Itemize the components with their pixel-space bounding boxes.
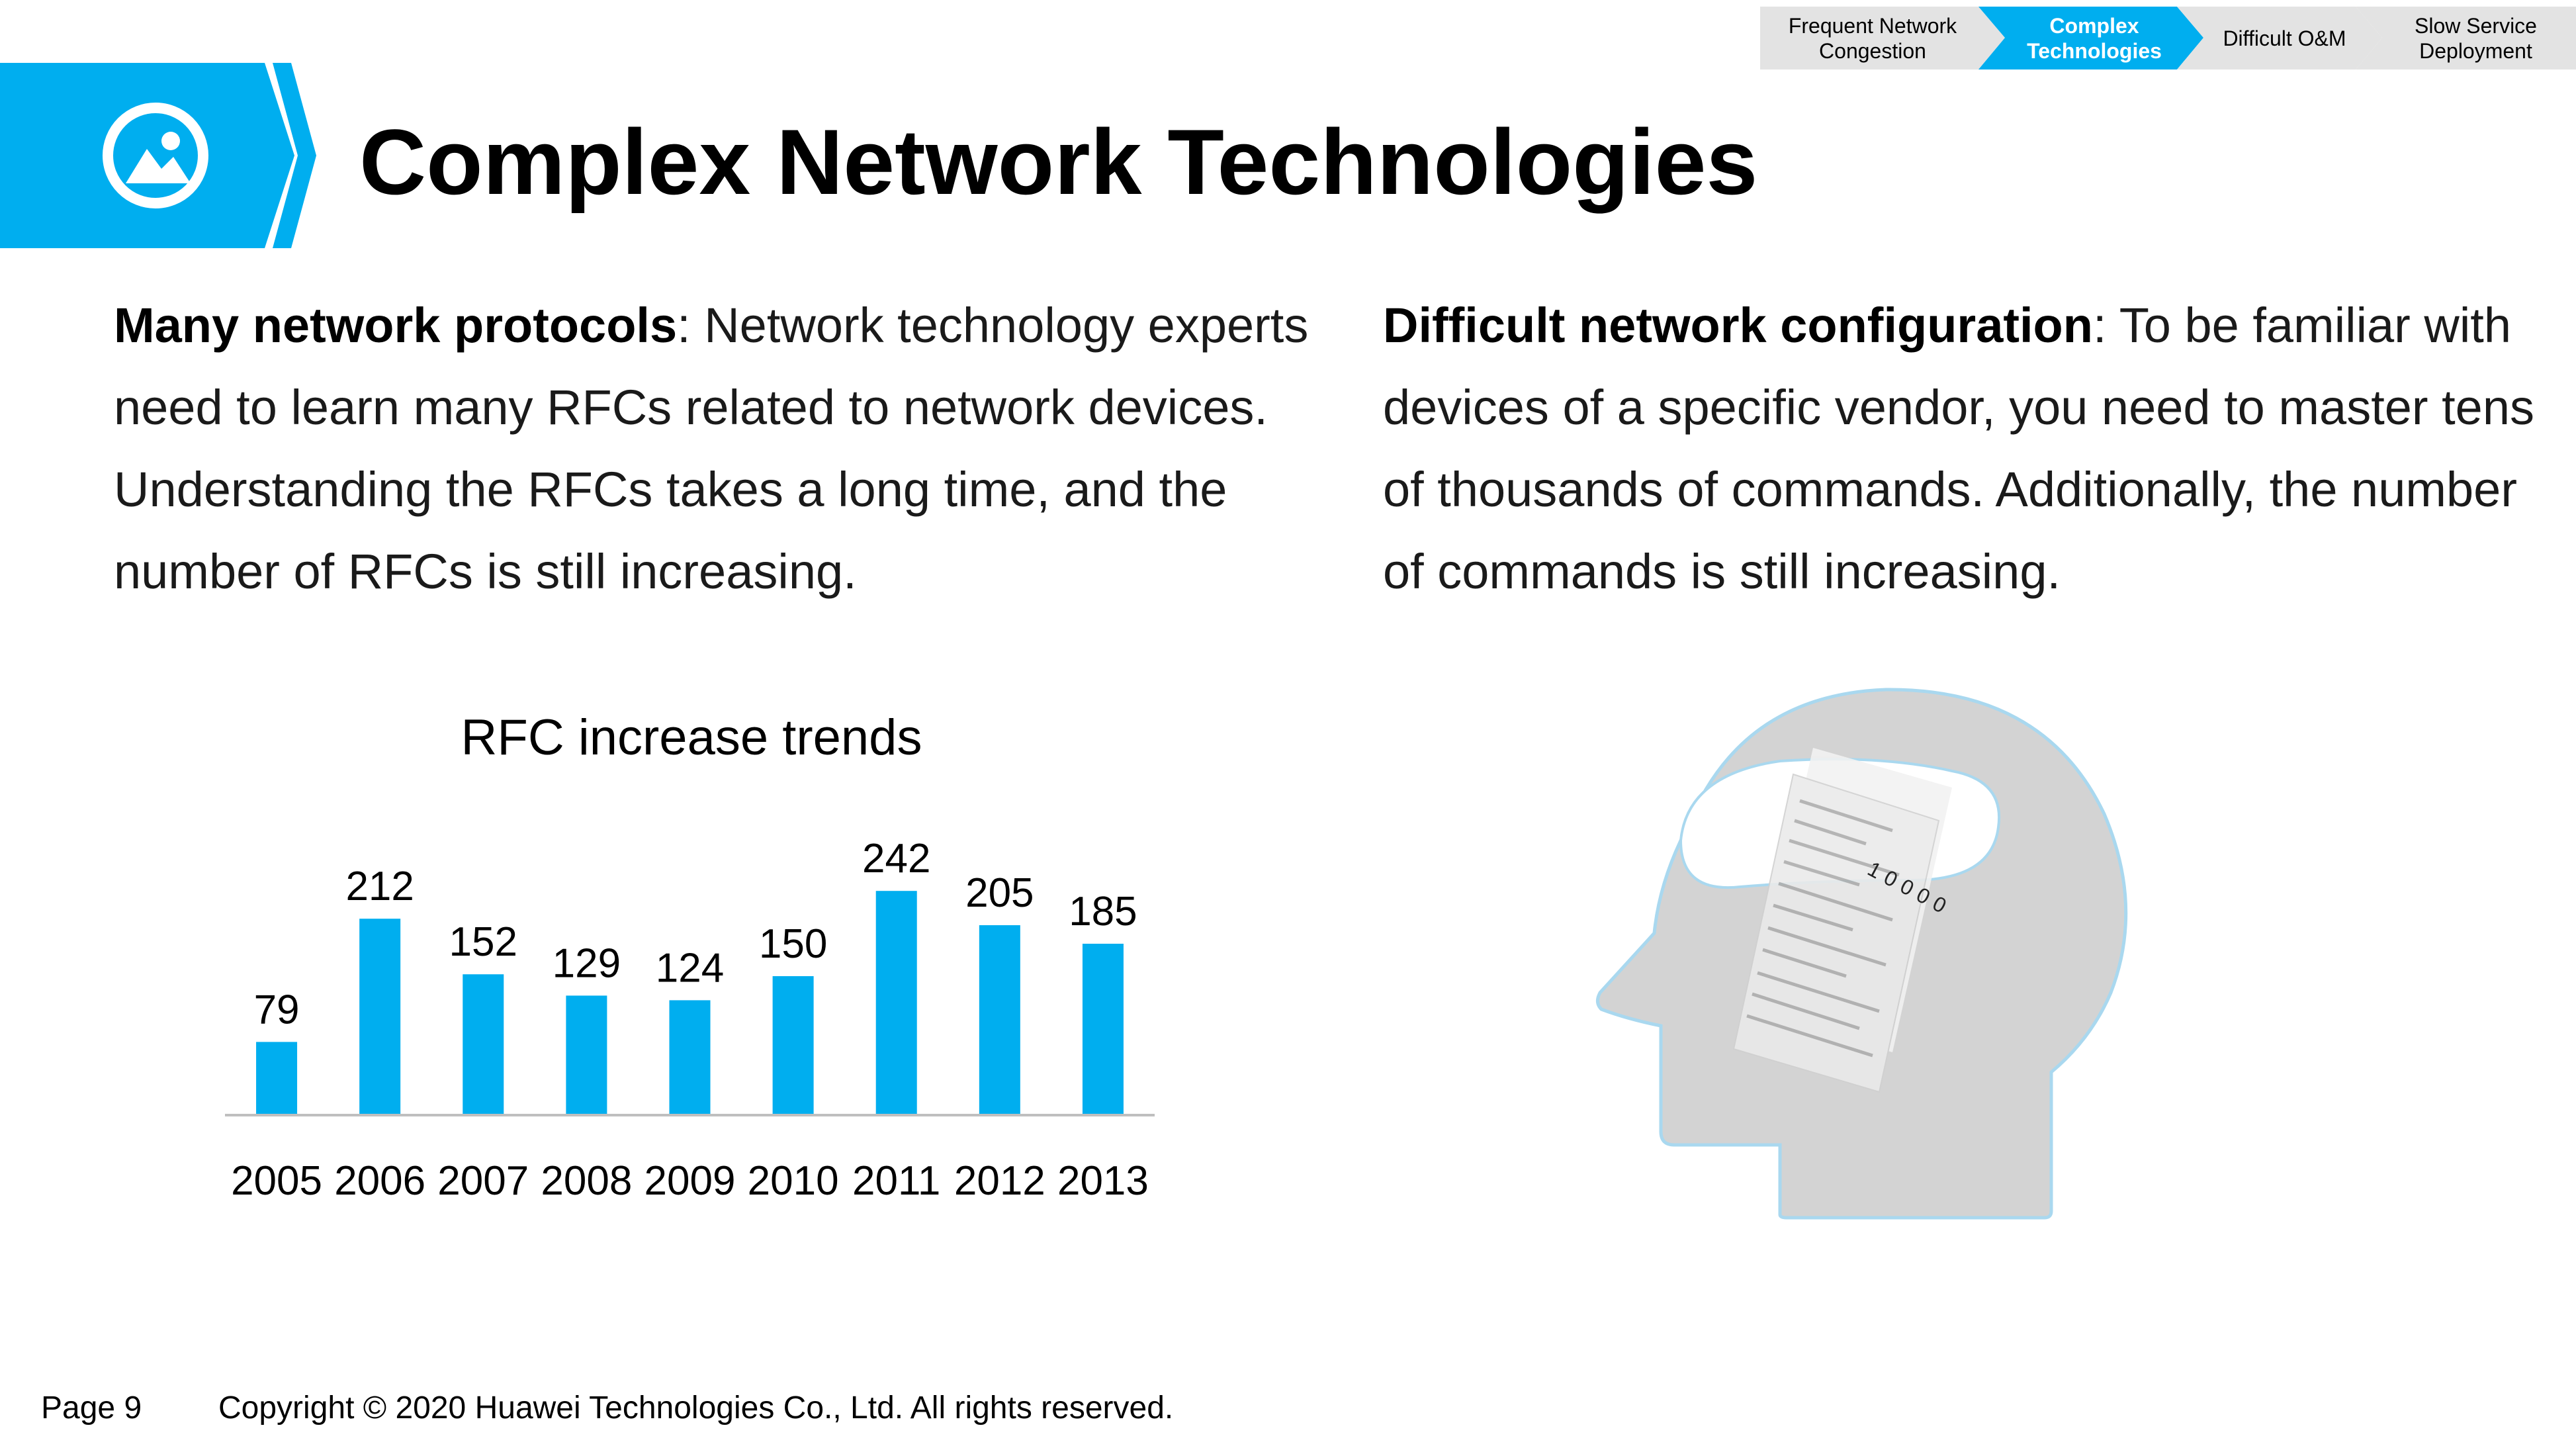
- nav-step-label: Frequent Network: [1788, 13, 1957, 38]
- bar-2010: [772, 976, 814, 1115]
- data-label-2010: 150: [759, 921, 827, 967]
- data-label-2006: 212: [345, 864, 414, 909]
- x-tick-2008: 2008: [541, 1158, 632, 1204]
- data-label-2008: 129: [553, 940, 621, 986]
- bar-2006: [359, 919, 401, 1115]
- bar-2012: [979, 925, 1020, 1115]
- nav-step-label: Deployment: [2419, 38, 2532, 63]
- protocols-text: : Network technology experts need to lea…: [114, 298, 1309, 599]
- nav-step-label: Slow Service: [2415, 13, 2537, 38]
- data-label-2005: 79: [254, 987, 300, 1032]
- data-label-2013: 185: [1069, 889, 1137, 934]
- x-tick-2013: 2013: [1057, 1158, 1149, 1204]
- data-label-2011: 242: [862, 836, 930, 882]
- nav-step-shape-3[interactable]: [2177, 7, 2382, 69]
- head-illustration: 10000: [1581, 682, 2164, 1231]
- configuration-text: : To be familiar with devices of a speci…: [1383, 298, 2534, 599]
- x-tick-2009: 2009: [644, 1158, 736, 1204]
- protocols-paragraph: Many network protocols: Network technolo…: [114, 285, 1318, 613]
- bar-2008: [566, 995, 607, 1115]
- x-tick-2005: 2005: [231, 1158, 322, 1204]
- header-banner: [0, 63, 318, 248]
- bar-2013: [1082, 944, 1124, 1115]
- x-tick-2012: 2012: [954, 1158, 1045, 1204]
- x-tick-2007: 2007: [437, 1158, 529, 1204]
- x-tick-2010: 2010: [748, 1158, 839, 1204]
- bar-2011: [875, 891, 917, 1115]
- data-label-2009: 124: [656, 945, 724, 991]
- chart-plot: 79 2005 212 2006 152 2007 129 2008 124 2009 150 201…: [225, 836, 1155, 1204]
- image-icon: [103, 103, 208, 208]
- data-label-2007: 152: [449, 919, 517, 965]
- x-tick-2006: 2006: [334, 1158, 425, 1204]
- nav-step-shape-2[interactable]: [1978, 7, 2203, 69]
- nav-step-shape-1[interactable]: [1760, 7, 2005, 69]
- progress-nav-shapes: [1760, 7, 2576, 69]
- bar-2005: [256, 1042, 298, 1115]
- nav-step-label: Difficult O&M: [2223, 26, 2346, 50]
- nav-step-label: Complex: [2049, 13, 2139, 38]
- configuration-heading: Difficult network configuration: [1383, 298, 2093, 353]
- x-tick-2011: 2011: [852, 1158, 940, 1204]
- data-label-2012: 205: [965, 870, 1034, 916]
- page-title: Complex Network Technologies: [359, 110, 1758, 214]
- chart-title: RFC increase trends: [461, 709, 922, 766]
- bar-2007: [463, 974, 504, 1115]
- configuration-paragraph: Difficult network configuration: To be f…: [1383, 285, 2548, 613]
- nav-step-shape-4[interactable]: [2356, 7, 2576, 69]
- banner-chevron: [273, 63, 316, 248]
- page-number: Page 9: [41, 1390, 142, 1426]
- rfc-bar-chart: RFC increase trends 79 2005 212 2006 152 2007…: [199, 695, 1204, 1224]
- nav-step-label: Technologies: [2027, 38, 2162, 63]
- command-sheets-icon: [1732, 748, 1952, 1093]
- copyright-text: Copyright © 2020 Huawei Technologies Co.…: [218, 1390, 1174, 1426]
- protocols-heading: Many network protocols: [114, 298, 678, 353]
- nav-step-difficult-om[interactable]: Difficult O&M: [2197, 7, 2372, 69]
- nav-step-label: Congestion: [1819, 38, 1926, 63]
- bar-2009: [669, 1000, 711, 1115]
